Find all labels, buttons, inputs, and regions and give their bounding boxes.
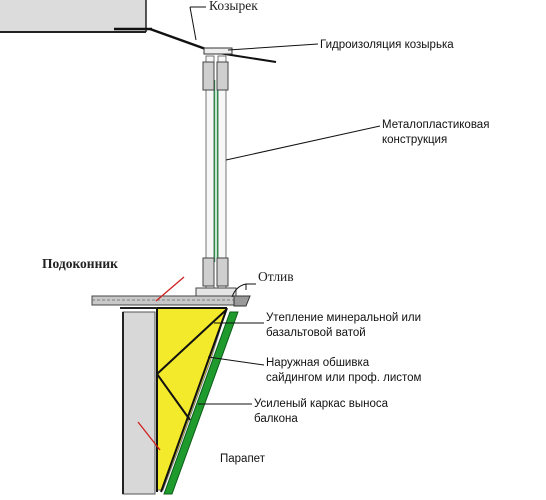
insulation-fill — [156, 307, 227, 491]
label-sill: Подоконник — [42, 256, 118, 271]
canopy — [114, 27, 277, 63]
label-insulation-line1: Утепление минеральной или — [266, 312, 422, 324]
balcony-carcass — [156, 307, 228, 493]
drip-flashing — [233, 295, 251, 307]
label-insulation-line2: базальтовой ватой — [266, 327, 366, 339]
label-canopy-waterproofing: Гидроизоляция козырька — [320, 39, 454, 51]
parapet-wall — [120, 307, 160, 495]
window-frame — [195, 55, 237, 299]
label-canopy: Козырек — [209, 0, 258, 13]
ceiling-slab — [0, 0, 147, 33]
label-drip: Отлив — [258, 269, 294, 284]
label-cladding-line2: сайдингом или проф. листом — [266, 372, 422, 384]
window-sill — [91, 295, 247, 306]
label-frame-line2: конструкция — [382, 134, 448, 146]
label-carcass-line1: Усиленый каркас выноса — [254, 398, 389, 410]
exterior-cladding — [163, 311, 239, 495]
leader-lines-red — [137, 276, 185, 451]
label-frame-line1: Металопластиковая — [382, 119, 490, 131]
label-cladding-line1: Наружная обшивка — [266, 357, 370, 369]
label-parapet: Парапет — [220, 453, 265, 465]
leader-lines — [189, 6, 381, 405]
label-carcass-line2: балкона — [254, 413, 298, 425]
